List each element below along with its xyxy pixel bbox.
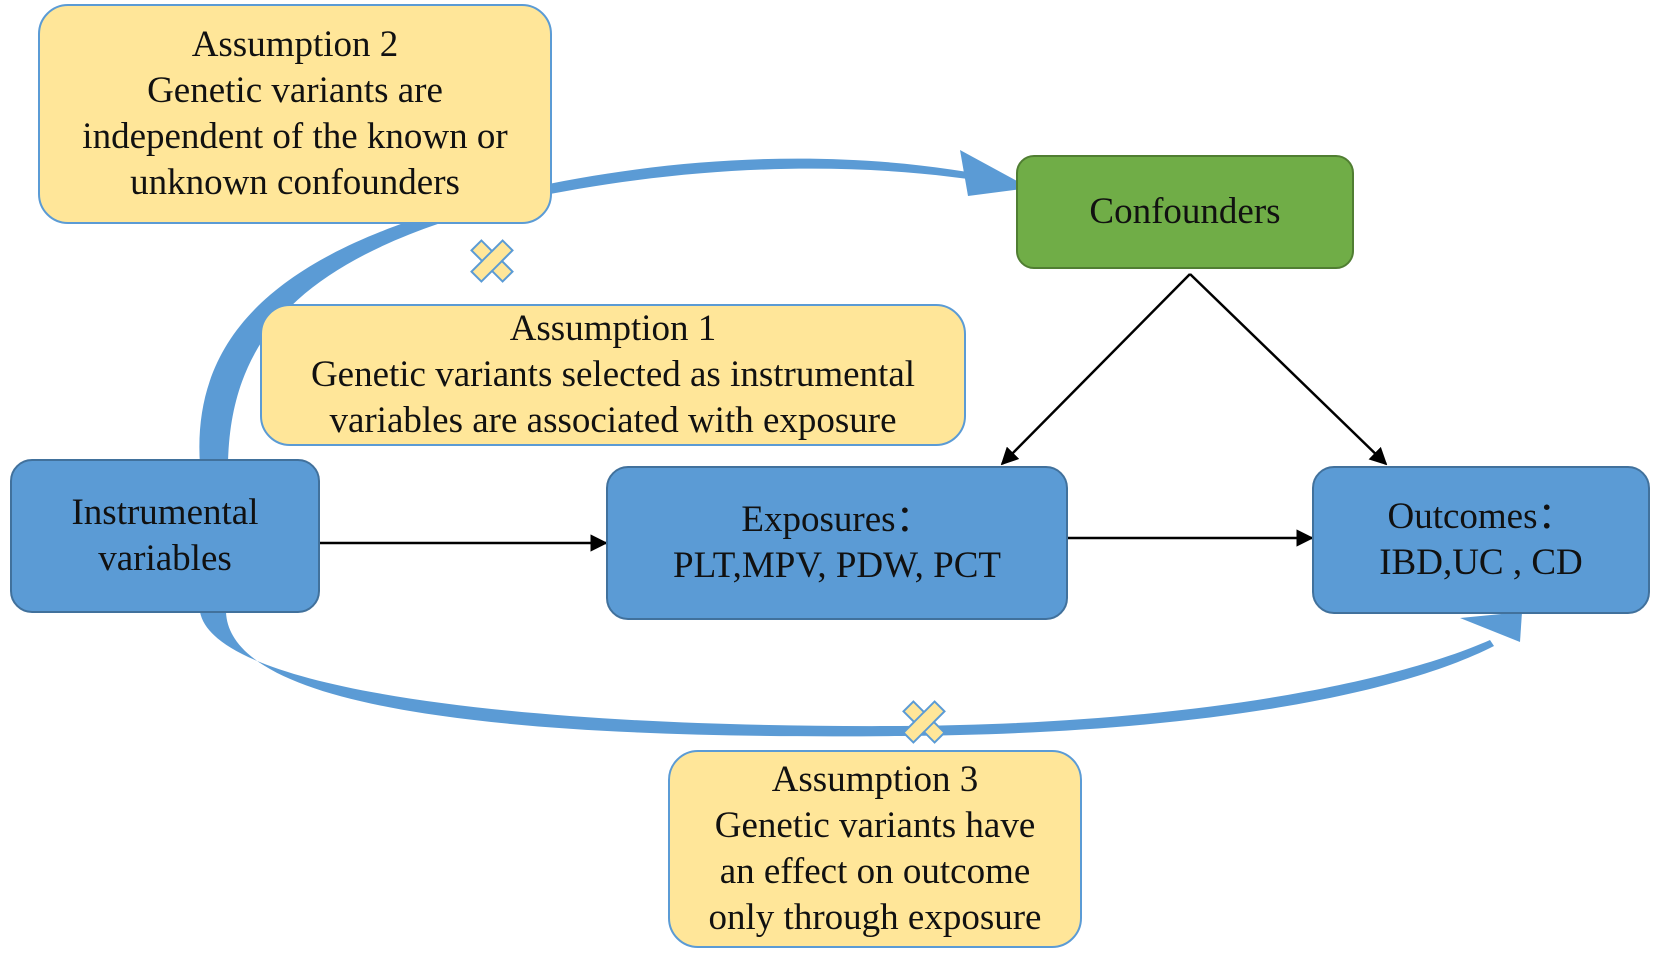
- outcomes-label: Outcomes：: [1387, 496, 1575, 537]
- instrumental-variables-label: variables: [98, 538, 232, 579]
- assumption-3-text-line: only through exposure: [708, 897, 1042, 938]
- exposures-list: PLT,MPV, PDW, PCT: [673, 545, 1001, 586]
- assumption-2-text-line: Genetic variants are: [147, 70, 443, 111]
- cross-icon: [902, 700, 946, 744]
- assumption-2-title: Assumption 2: [191, 24, 399, 65]
- assumption-2-text-line: unknown confounders: [130, 162, 460, 203]
- curve-to-outcomes: [200, 612, 1494, 737]
- assumption-3-text-line: an effect on outcome: [719, 851, 1031, 892]
- assumption-3-text-line: Genetic variants have: [714, 805, 1036, 846]
- assumption-3-title: Assumption 3: [771, 759, 979, 800]
- assumption-1-text-line: variables are associated with exposure: [329, 400, 897, 441]
- curve-to-outcomes-head: [1460, 612, 1522, 642]
- instrumental-variables-label: Instrumental: [71, 492, 259, 533]
- exposures-node: Exposures： PLT,MPV, PDW, PCT: [606, 466, 1068, 620]
- confounders-node: Confounders: [1016, 155, 1354, 269]
- confounders-label: Confounders: [1089, 191, 1281, 232]
- assumption-1-title: Assumption 1: [509, 308, 717, 349]
- curve-to-confounders-head: [960, 150, 1030, 196]
- outcomes-list: IBD,UC , CD: [1379, 542, 1583, 583]
- assumption-3-box: Assumption 3 Genetic variants have an ef…: [668, 750, 1082, 948]
- exposures-label: Exposures：: [741, 499, 933, 540]
- curve-to-confounders: [199, 158, 1012, 466]
- arrow-confounders-to-exposures: [1000, 273, 1191, 466]
- assumption-2-text-line: independent of the known or: [82, 116, 508, 157]
- assumption-2-box: Assumption 2 Genetic variants are indepe…: [38, 4, 552, 224]
- assumption-1-box: Assumption 1 Genetic variants selected a…: [260, 304, 966, 446]
- cross-icon: [470, 239, 514, 283]
- assumption-1-text-line: Genetic variants selected as instrumenta…: [310, 354, 916, 395]
- outcomes-node: Outcomes： IBD,UC , CD: [1312, 466, 1650, 614]
- instrumental-variables-node: Instrumental variables: [10, 459, 320, 613]
- arrow-confounders-to-outcomes: [1189, 273, 1388, 466]
